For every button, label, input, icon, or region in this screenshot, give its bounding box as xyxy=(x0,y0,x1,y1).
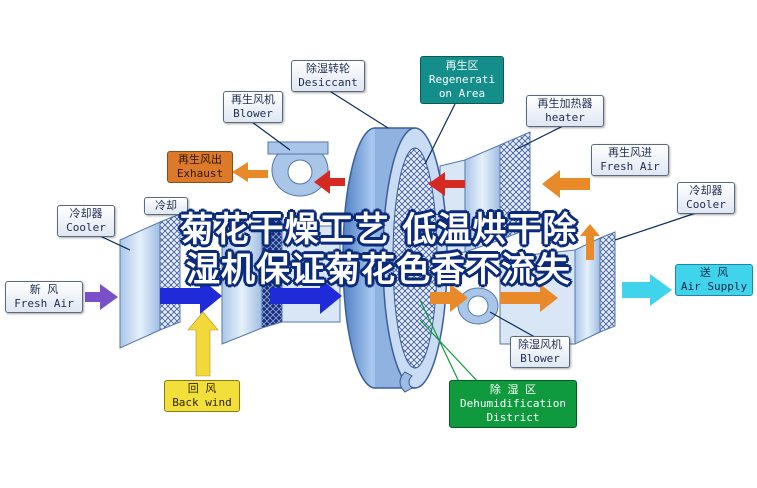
dehum-district-label-en2: District xyxy=(486,411,540,424)
cooler-left-label-zh: 冷却器 xyxy=(69,207,103,220)
overlay-title-line1: 菊花干燥工艺 低温烘干除 xyxy=(179,210,578,250)
regen-wet-arrow xyxy=(314,170,345,194)
regen-exhaust-label-en: Exhaust xyxy=(176,167,224,180)
regen-area-label-en2: on Area xyxy=(438,87,486,100)
regen-fresh-air-label-en: Fresh Air xyxy=(600,160,660,173)
regen-blower-label-zh: 再生风机 xyxy=(231,93,275,106)
regen-blower-label-en: Blower xyxy=(233,107,273,120)
regen-area-label-zh: 再生区 xyxy=(445,59,479,72)
dehum-blower-label-zh: 除湿风机 xyxy=(518,338,562,351)
process-arrow-4 xyxy=(500,284,558,312)
back-wind-arrow xyxy=(187,311,219,377)
cooler-right-label: 冷却器 Cooler xyxy=(677,182,735,214)
cooler-right-label-zh: 冷却器 xyxy=(689,184,723,197)
dehum-district-label-en1: Dehumidification xyxy=(460,397,566,410)
regen-exhaust-label: 再生风出 Exhaust xyxy=(167,151,233,183)
dehum-blower-label-en: Blower xyxy=(520,352,560,365)
exhaust-arrow xyxy=(232,162,268,182)
airflow-arrows xyxy=(85,162,672,377)
back-wind-label-en: Back wind xyxy=(172,396,232,409)
regen-fresh-air-label: 再生风进 Fresh Air xyxy=(591,144,669,176)
back-wind-label-zh: 回 风 xyxy=(187,382,217,395)
regen-heater-label: 再生加热器 heater xyxy=(526,95,604,127)
air-supply-label: 送 风 Air Supply xyxy=(675,264,753,296)
fresh-air-arrow xyxy=(85,284,118,310)
cooler-left-label: 冷却器 Cooler xyxy=(57,205,115,237)
regen-fresh-air-arrow xyxy=(542,170,590,198)
regen-exhaust-label-zh: 再生风出 xyxy=(178,153,222,166)
desiccant-label-zh: 除湿转轮 xyxy=(306,62,350,75)
desiccant-label-en: Desiccant xyxy=(298,76,358,89)
process-arrow-2 xyxy=(270,278,342,314)
fresh-air-label-en: Fresh Air xyxy=(14,297,74,310)
process-arrow-3 xyxy=(430,284,468,312)
regen-hot-arrow xyxy=(428,172,465,196)
regen-heater-label-en: heater xyxy=(545,111,585,124)
label-leader-lines xyxy=(99,89,706,385)
dehum-district-label: 除 湿 区 Dehumidification District xyxy=(449,380,577,428)
regen-area-label-en1: Regenerati xyxy=(428,73,496,86)
regen-fresh-air-label-zh: 再生风进 xyxy=(608,146,652,159)
desiccant-label: 除湿转轮 Desiccant xyxy=(291,60,365,92)
dehum-blower-label: 除湿风机 Blower xyxy=(510,336,570,368)
air-supply-arrow xyxy=(622,274,672,306)
regeneration-duct xyxy=(439,131,531,259)
cooler-right-label-en: Cooler xyxy=(686,198,726,211)
cooler-left-label-en: Cooler xyxy=(66,221,106,234)
regen-blower-label: 再生风机 Blower xyxy=(223,91,283,123)
air-supply-label-zh: 送 风 xyxy=(699,266,729,279)
regen-blower-fan xyxy=(267,141,329,197)
air-supply-label-en: Air Supply xyxy=(680,280,748,293)
dehum-blower-fan xyxy=(457,287,499,325)
regen-heater-label-zh: 再生加热器 xyxy=(537,97,593,110)
regen-area-label: 再生区 Regenerati on Area xyxy=(420,56,504,104)
cooler-mid-label-zh: 冷却 xyxy=(155,199,177,212)
fresh-air-label-zh: 新 风 xyxy=(29,283,59,296)
process-arrow-1 xyxy=(160,278,222,314)
dehum-district-label-zh: 除 湿 区 xyxy=(489,383,537,396)
back-wind-label: 回 风 Back wind xyxy=(164,380,240,412)
fresh-air-label: 新 风 Fresh Air xyxy=(5,281,83,313)
cooler-mid-label: 冷却 xyxy=(144,197,188,215)
overlay-title-line2: 湿机保证菊花色香不流失 xyxy=(186,250,571,290)
